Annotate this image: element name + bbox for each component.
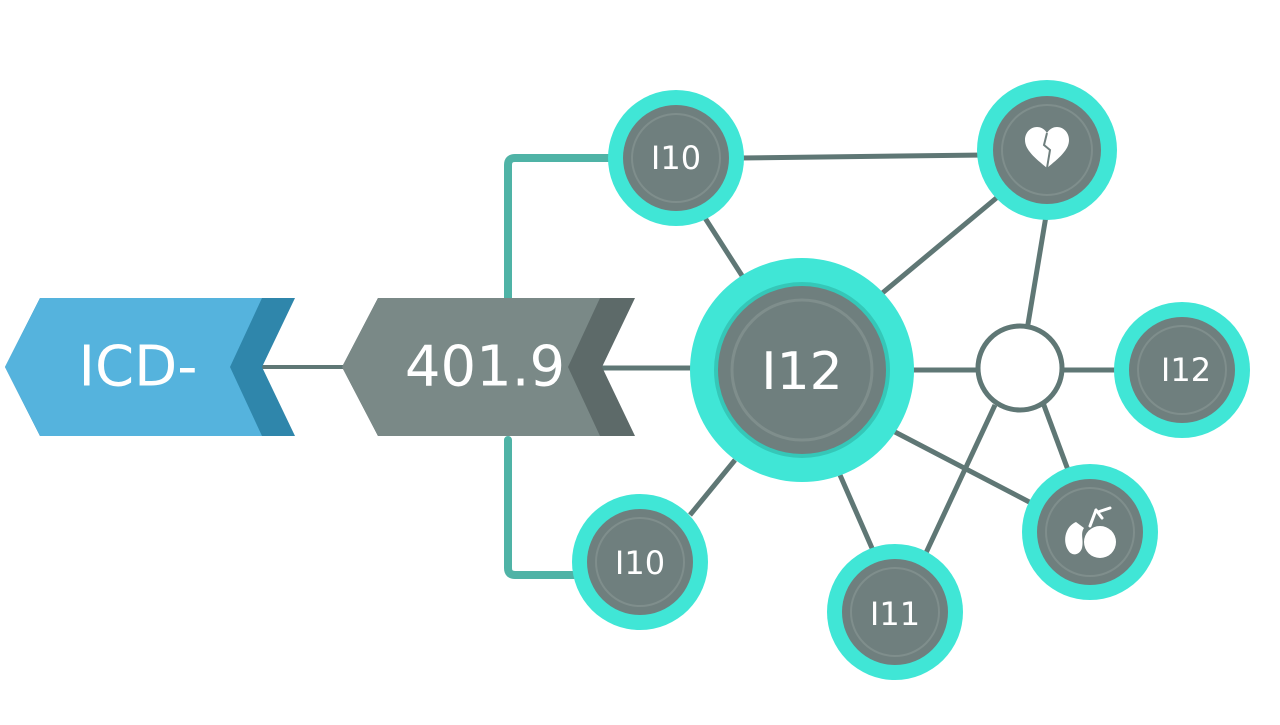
bracket-connector: [504, 154, 619, 579]
icd-arrow-label: ICD-: [79, 335, 198, 400]
link-topleft-center: [702, 216, 751, 287]
link-hub-bottom: [922, 403, 998, 557]
code-arrow-body: [342, 298, 600, 436]
link-center-topright: [878, 193, 1002, 297]
node-top-left: I10: [608, 90, 744, 226]
node-top-left-label: I10: [651, 139, 701, 177]
node-center: I12: [690, 258, 914, 482]
node-bottom-label: I11: [870, 595, 920, 633]
hub-node: [975, 323, 1065, 413]
node-right: I12: [1114, 302, 1250, 438]
icd-arrow: ICD-: [5, 298, 295, 436]
link-hub-lowerright: [1039, 399, 1071, 471]
node-top-right: [977, 80, 1117, 220]
node-bottom: I11: [827, 544, 963, 680]
code-arrow-label: 401.9: [405, 335, 565, 400]
link-topleft-topright: [739, 152, 986, 161]
node-bottom-left-label: I10: [615, 544, 665, 582]
heart-icon: [1025, 127, 1069, 169]
link-center-bottom: [837, 473, 878, 557]
link-topright-hub: [1024, 209, 1050, 331]
link-center-bottomleft: [688, 458, 737, 517]
kidney-icon: [1065, 506, 1116, 558]
code-arrow: 401.9: [342, 298, 635, 436]
node-lower-right: [1022, 464, 1158, 600]
node-right-label: I12: [1161, 351, 1211, 389]
connectors: [262, 152, 1125, 579]
node-bottom-left: I10: [572, 494, 708, 630]
icd-arrow-body: [5, 298, 262, 436]
node-center-label: I12: [761, 342, 843, 402]
